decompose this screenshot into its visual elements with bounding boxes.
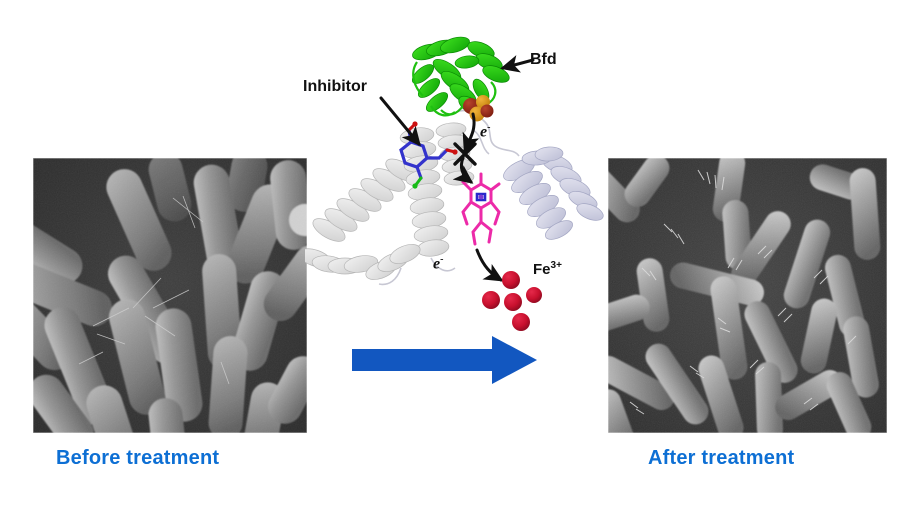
heme-group <box>461 172 501 246</box>
electron-arrow-blocked-lower <box>452 156 474 184</box>
iron-charge: 3+ <box>550 260 562 271</box>
electron-top-symbol: e <box>480 123 488 141</box>
sem-micrograph-before-image <box>33 158 307 433</box>
iron-spheres <box>482 271 542 331</box>
label-inhibitor: Inhibitor <box>303 78 367 95</box>
protein-structure-diagram: Bfd Inhibitor e- e- Fe3+ <box>303 18 625 338</box>
sem-panel-after <box>608 158 887 433</box>
iron-symbol: Fe <box>533 261 551 278</box>
ferritin-gray-helices <box>305 122 475 280</box>
blocked-x-mark <box>453 142 477 166</box>
electron-arrow-to-iron <box>475 248 504 282</box>
caption-after-treatment: After treatment <box>648 447 795 469</box>
blue-process-arrow-svg <box>352 336 537 384</box>
label-bfd: Bfd <box>530 51 557 68</box>
bacterioferritin-bfd-ribbon-svg <box>305 36 604 331</box>
arrow-shape <box>352 336 537 384</box>
electron-bottom-symbol: e <box>433 255 441 273</box>
process-arrow-container <box>352 336 537 384</box>
label-iron: Fe3+ <box>533 260 562 278</box>
sem-panel-before <box>33 158 307 433</box>
label-leader-arrows <box>379 55 535 147</box>
ferritin-loop-strands <box>378 109 520 286</box>
inhibitor-leader-arrow <box>379 96 421 147</box>
sem-micrograph-after-image <box>608 158 887 433</box>
electron-bottom-charge: - <box>440 254 444 265</box>
bfd-green-domain <box>411 36 510 117</box>
bfd-leader-arrow <box>500 55 535 73</box>
electron-arrow-blocked-upper <box>462 112 480 153</box>
electron-top-charge: - <box>487 122 491 133</box>
label-electron-bottom: e- <box>433 254 443 273</box>
ferritin-lavender-helices <box>503 146 604 240</box>
label-electron-top: e- <box>480 122 490 141</box>
fe-s-cluster <box>463 95 494 122</box>
caption-before-treatment: Before treatment <box>56 447 220 469</box>
electron-transfer-arrows <box>452 112 504 282</box>
